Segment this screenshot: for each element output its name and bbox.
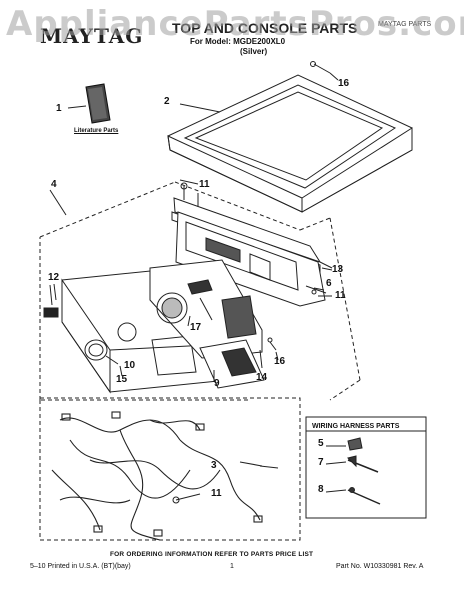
model-color: (Silver): [240, 47, 268, 56]
callout-9: 9: [214, 378, 220, 389]
callout-16-top: 16: [338, 78, 350, 89]
assembly-frame-upper: [39, 181, 361, 401]
print-info: 5–10 Printed in U.S.A. (BT)(bay): [30, 563, 131, 570]
top-panel: [167, 74, 413, 213]
callout-8: 8: [318, 484, 324, 495]
mounting-bracket: [199, 339, 265, 389]
part-number: Part No. W10330981 Rev. A: [336, 563, 424, 570]
callout-leaders: [53, 179, 333, 469]
callout-12: 12: [48, 272, 60, 283]
callout-3: 3: [211, 460, 217, 471]
callout-11-top: 11: [199, 179, 210, 190]
callout-4: 4: [51, 179, 57, 190]
ordering-note: FOR ORDERING INFORMATION REFER TO PARTS …: [110, 551, 314, 558]
screw-bottom: [172, 493, 201, 504]
literature-book: [67, 83, 111, 124]
callout-14: 14: [256, 372, 268, 383]
callout-11-bottom: 11: [211, 488, 222, 499]
callout-7: 7: [318, 457, 324, 468]
screw-lower: [267, 337, 277, 351]
model-number: For Model: MGDE200XL0: [190, 37, 286, 46]
wiring-harness: [51, 411, 263, 541]
harness-frame: [39, 397, 301, 541]
callout-5: 5: [318, 438, 324, 449]
wiring-harness-parts-title: WIRING HARNESS PARTS: [312, 423, 400, 430]
console-housing: [175, 211, 327, 307]
page-number: 1: [230, 563, 234, 570]
callout-15: 15: [116, 374, 128, 385]
callout-6: 6: [326, 278, 332, 289]
callout-2: 2: [164, 96, 170, 107]
callout-16-lower: 16: [274, 356, 286, 367]
wiring-harness-box: [305, 416, 427, 519]
screw-top: [310, 61, 339, 81]
header-right-label: MAYTAG PARTS: [378, 21, 432, 28]
callout-10: 10: [124, 360, 136, 371]
literature-parts-label: Literature Parts: [74, 128, 119, 134]
brand-logo: MAYTAG: [40, 24, 144, 48]
leader-4: [49, 189, 67, 216]
knob: [84, 339, 119, 365]
page-title: TOP AND CONSOLE PARTS: [172, 20, 358, 36]
callout-13: 13: [332, 264, 344, 275]
callout-1: 1: [56, 103, 62, 114]
control-board: [149, 259, 263, 359]
callout-11-right: 11: [335, 290, 346, 301]
callout-17: 17: [190, 322, 202, 333]
assembly-frame-top: [174, 181, 301, 231]
